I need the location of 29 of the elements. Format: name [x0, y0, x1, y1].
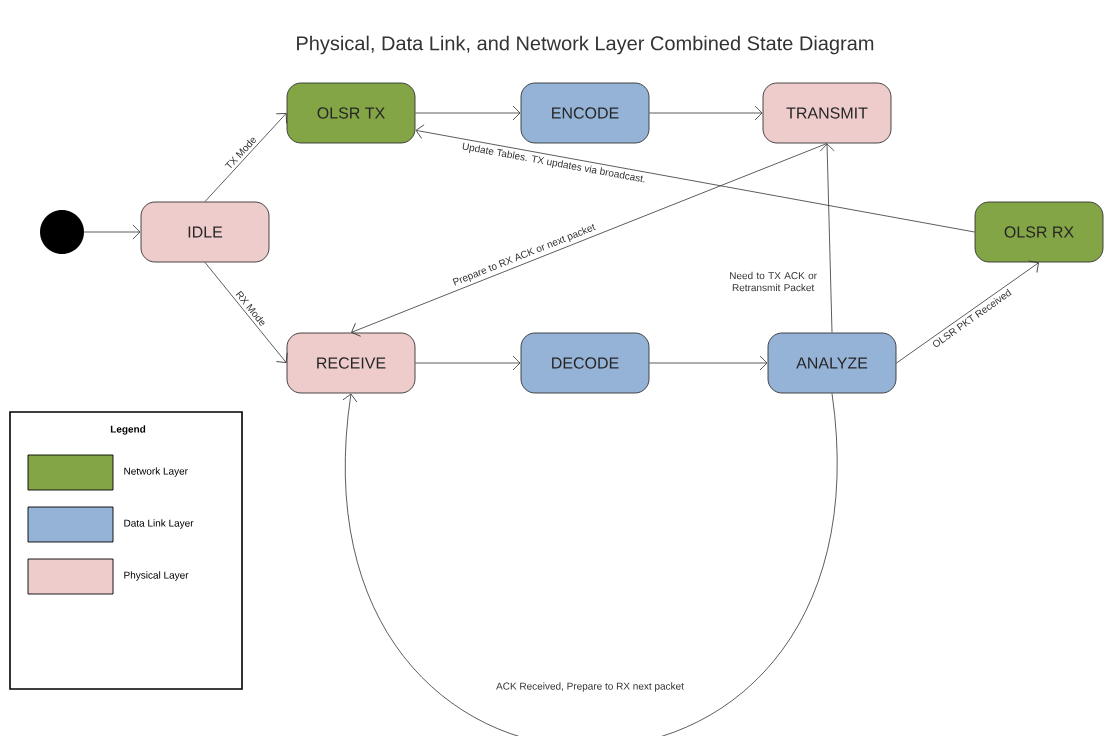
- state-box: RECEIVE: [286, 332, 416, 394]
- arrow: [896, 260, 1039, 364]
- arrow: [415, 355, 521, 371]
- diagram-title: Physical, Data Link, and Network Layer Combined State Diagram: [297, 35, 874, 55]
- edge-label: ACK Received, Prepare to RX next packet: [495, 681, 685, 693]
- arrow: [204, 262, 288, 363]
- legend-label: Network Layer: [124, 467, 188, 477]
- start-dot: [40, 210, 84, 254]
- arrow: [649, 105, 763, 121]
- arrow: [342, 393, 836, 736]
- legend-label: Data Link Layer: [124, 519, 194, 529]
- legend-label: Physical Layer: [124, 571, 189, 581]
- arrow: [415, 105, 521, 121]
- arrow: [83, 224, 141, 240]
- state-box: TRANSMIT: [762, 82, 892, 144]
- state-box: DECODE: [520, 332, 650, 394]
- edge-label: Need to TX ACK or Retransmit Packet: [730, 271, 817, 292]
- state-box: ENCODE: [520, 82, 650, 144]
- arrow: [204, 113, 287, 202]
- arrow: [351, 143, 828, 337]
- state-box: OLSR TX: [286, 82, 416, 144]
- state-box: OLSR RX: [974, 201, 1104, 263]
- arrow: [415, 124, 975, 233]
- state-box: ANALYZE: [767, 332, 897, 394]
- edge-label: Update Tables. TX updates via broadcast.: [462, 142, 645, 183]
- arrow: [819, 143, 835, 333]
- state-box: IDLE: [140, 201, 270, 263]
- arrow: [649, 355, 768, 371]
- legend-title: Legend: [110, 425, 146, 435]
